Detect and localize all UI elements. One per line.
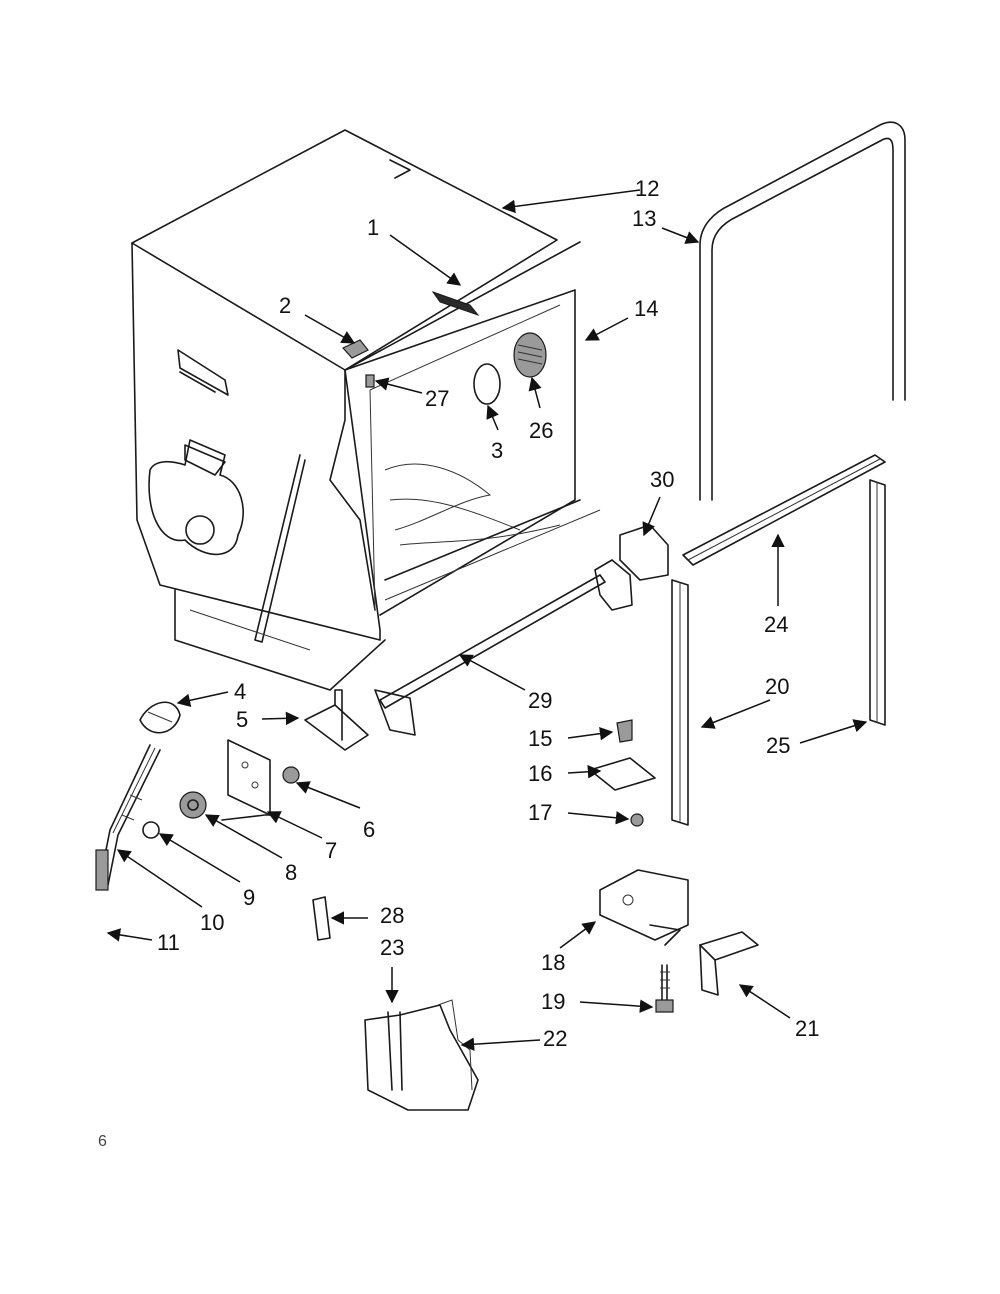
part-24-strip [682, 454, 886, 566]
part-15-grommet [616, 719, 633, 743]
part-21-clip [699, 931, 759, 996]
callout-17: 17 [528, 800, 552, 825]
callout-19: 19 [541, 989, 565, 1014]
callout-23: 23 [380, 935, 404, 960]
part-20-strip [671, 579, 689, 826]
callout-27: 27 [425, 386, 449, 411]
callout-13: 13 [632, 206, 656, 231]
footer-mark: 6 [98, 1133, 107, 1150]
tub-assembly [131, 129, 601, 691]
part-30-bracket [594, 524, 669, 611]
part-28-clip [312, 896, 331, 941]
part-25-strip [869, 479, 886, 726]
part-22-bracket [364, 999, 479, 1111]
part-4-valve [139, 701, 181, 734]
part-3-gasket [473, 363, 501, 405]
part-17-screw [630, 813, 644, 827]
callout-22: 22 [543, 1026, 567, 1051]
part-1-vent [431, 291, 480, 317]
part-27-clip [365, 374, 375, 388]
callout-5: 5 [236, 707, 248, 732]
callout-15: 15 [528, 726, 552, 751]
callout-16: 16 [528, 761, 552, 786]
callout-21: 21 [795, 1016, 819, 1041]
callout-6: 6 [363, 817, 375, 842]
callout-1: 1 [367, 215, 379, 240]
callout-9: 9 [243, 885, 255, 910]
callout-14: 14 [634, 296, 658, 321]
callout-7: 7 [325, 838, 337, 863]
callout-4: 4 [234, 679, 246, 704]
callout-8: 8 [285, 860, 297, 885]
part-7-plate [221, 739, 271, 821]
part-5-bracket [304, 689, 369, 751]
part-16-washer [589, 757, 656, 791]
callout-29: 29 [528, 688, 552, 713]
callout-10: 10 [200, 910, 224, 935]
part-6-nut [282, 766, 300, 784]
part-9-pin [142, 821, 160, 839]
part-10-hose [95, 744, 161, 891]
callout-26: 26 [529, 418, 553, 443]
callout-18: 18 [541, 950, 565, 975]
callout-labels: 12 1 2 13 14 27 3 26 30 24 29 20 25 4 5 … [157, 176, 819, 1051]
leader-lines [106, 189, 868, 1051]
part-18-bracket [599, 869, 689, 946]
callout-24: 24 [764, 612, 788, 637]
callout-3: 3 [491, 438, 503, 463]
part-26-grille [513, 332, 547, 378]
part-13-gasket [699, 121, 906, 501]
callout-20: 20 [765, 674, 789, 699]
callout-12: 12 [635, 176, 659, 201]
part-29-rail [374, 574, 606, 736]
part-19-leg [655, 964, 674, 1013]
part-2-latch [342, 339, 369, 359]
callout-11: 11 [157, 930, 180, 955]
callout-30: 30 [650, 467, 674, 492]
callout-2: 2 [279, 293, 291, 318]
part-8-wheel [179, 791, 207, 819]
callout-25: 25 [766, 733, 790, 758]
callout-28: 28 [380, 903, 404, 928]
